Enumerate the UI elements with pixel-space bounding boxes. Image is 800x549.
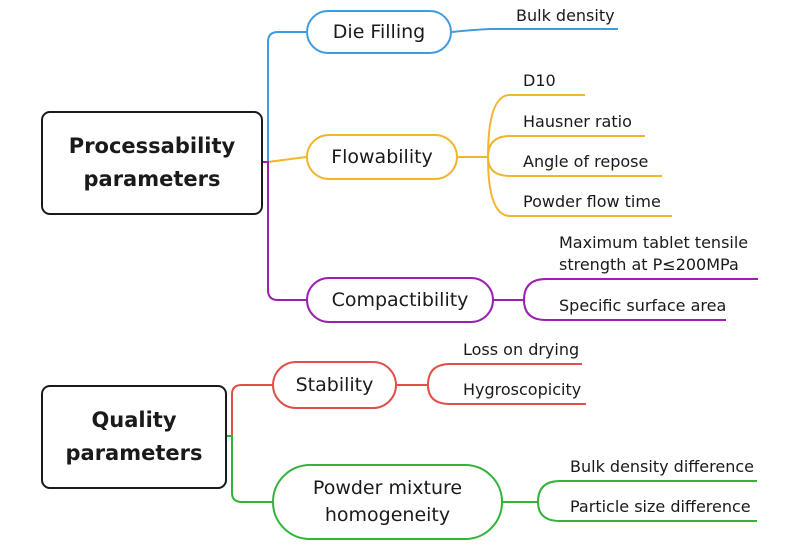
compactibility-label: Compactibility [331, 288, 469, 311]
leaf-tensile-strength-line1: Maximum tablet tensile [559, 233, 749, 252]
homogeneity-label-line1: Powder mixture [312, 477, 463, 499]
leaf-d10: D10 [523, 71, 556, 90]
link-homogeneity [226, 435, 272, 503]
link-stability [226, 384, 272, 437]
leaf-bulk-density-difference: Bulk density difference [570, 457, 754, 476]
compactibility-node: Compactibility [306, 277, 494, 323]
processability-title-line1: Processability [68, 134, 236, 158]
flowability-node: Flowability [306, 134, 458, 180]
quality-title-line1: Quality [91, 408, 177, 432]
link-homogeneity-leaves [503, 480, 757, 522]
link-flow-leaves [458, 94, 672, 217]
leaf-angle-of-repose: Angle of repose [523, 152, 649, 171]
link-die-filling [262, 31, 306, 163]
homogeneity-node: Powder mixture homogeneity [272, 464, 503, 540]
link-compact-leaves [494, 278, 758, 321]
die-filling-label: Die Filling [332, 20, 426, 43]
link-stability-leaves [397, 363, 586, 405]
leaf-hausner-ratio: Hausner ratio [523, 112, 632, 131]
leaf-specific-surface-area: Specific surface area [559, 296, 727, 315]
homogeneity-label-line2: homogeneity [324, 504, 451, 526]
link-compactibility [262, 161, 306, 301]
processability-root-node: Processability parameters [41, 111, 263, 215]
quality-root-node: Quality parameters [41, 385, 227, 489]
leaf-powder-flow-time: Powder flow time [523, 192, 661, 211]
leaf-hygroscopicity: Hygroscopicity [463, 380, 582, 399]
die-filling-node: Die Filling [306, 10, 452, 54]
leaf-tensile-strength-line2: strength at P≤200MPa [559, 255, 739, 274]
link-bulk-density [451, 28, 618, 33]
quality-title-line2: parameters [65, 441, 203, 465]
stability-node: Stability [272, 361, 397, 409]
flowability-label: Flowability [331, 145, 433, 168]
leaf-particle-size-difference: Particle size difference [570, 497, 751, 516]
leaf-bulk-density: Bulk density [516, 6, 615, 25]
processability-title-line2: parameters [83, 167, 221, 191]
link-flowability [267, 156, 307, 163]
stability-label: Stability [295, 373, 374, 396]
leaf-loss-on-drying: Loss on drying [463, 340, 580, 359]
